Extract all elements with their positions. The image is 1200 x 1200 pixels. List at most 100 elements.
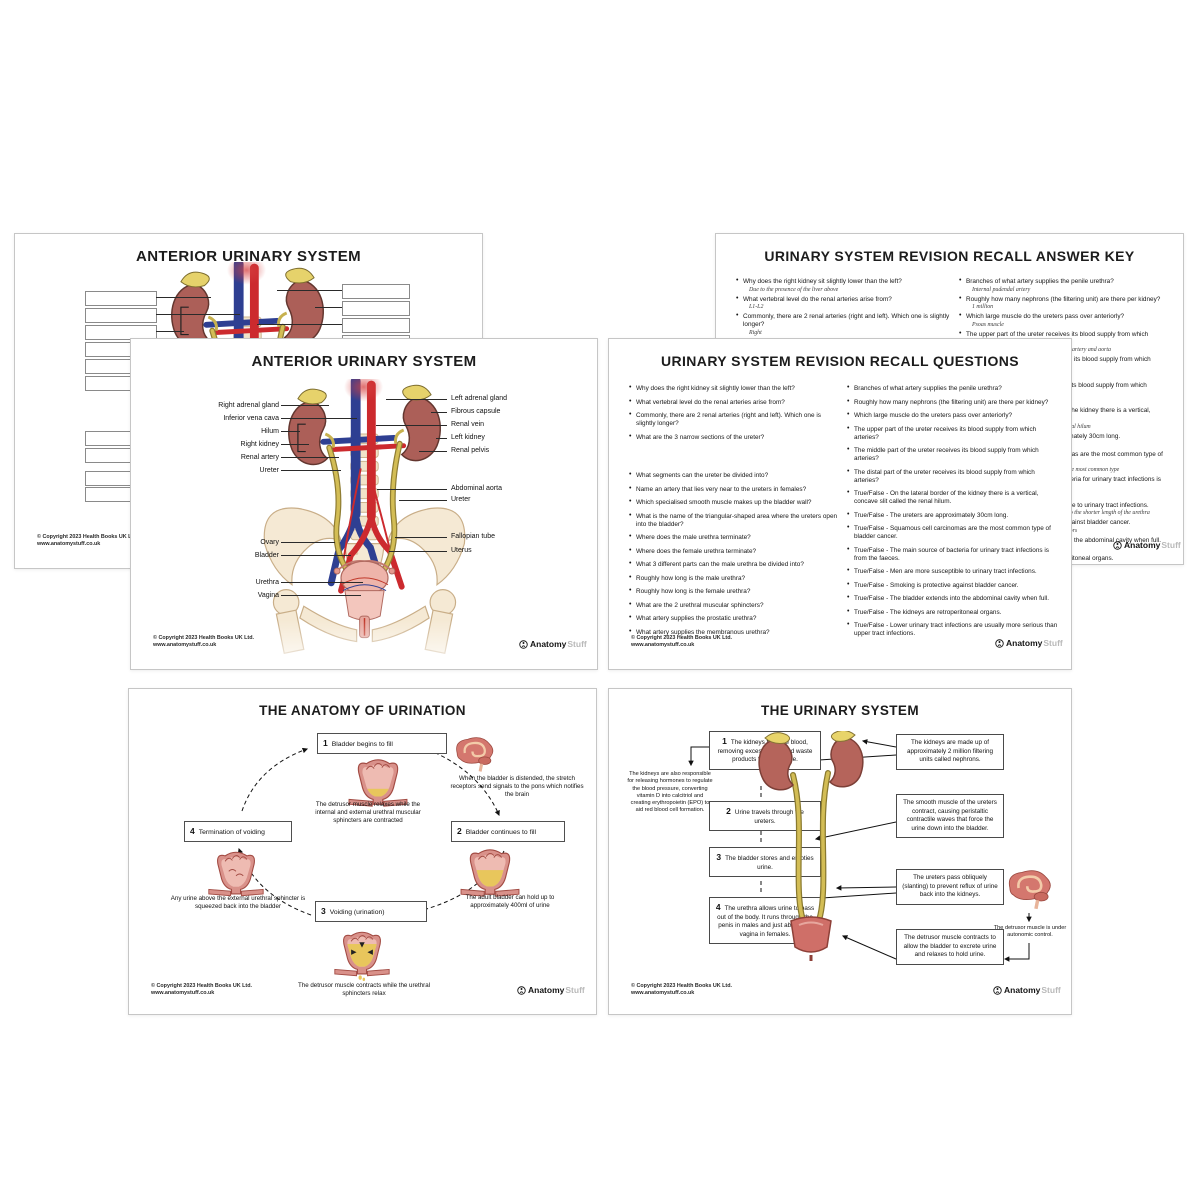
step-text: Urine travels through the ureters. <box>734 809 804 825</box>
leader-line <box>281 555 351 556</box>
question-text: Which large muscle do the ureters pass o… <box>847 411 1061 420</box>
question-text: What is the name of the triangular-shape… <box>629 512 841 529</box>
anatomy-label: Renal pelvis <box>451 447 490 454</box>
question-text: Branches of what artery supplies the pen… <box>847 384 1061 393</box>
step-label: Termination of voiding <box>198 829 265 836</box>
anatomy-label: Inferior vena cava <box>223 415 279 422</box>
brain-icon <box>1008 870 1051 910</box>
answer-text: L1-L2 <box>749 304 764 311</box>
step-text: The bladder stores and empties urine. <box>725 855 814 871</box>
leader-line <box>436 438 447 439</box>
question-text: Why does the right kidney sit slightly l… <box>736 277 956 286</box>
answer-key-item: Branches of what artery supplies the pen… <box>959 277 1169 294</box>
anatomy-label: Renal artery <box>240 454 279 461</box>
leader-line <box>281 405 329 406</box>
anatomy-label: Bladder <box>254 552 279 559</box>
question-text: Where does the female urethra terminate? <box>629 547 841 556</box>
brain-icon <box>456 737 494 772</box>
bladder-voiding-icon <box>334 931 390 981</box>
questions-right-column: Branches of what artery supplies the pen… <box>847 384 1061 644</box>
question-text: Where does the male urethra terminate? <box>629 533 841 542</box>
leader-line <box>156 331 184 332</box>
question-text: What are the 3 narrow sections of the ur… <box>629 433 841 442</box>
anatomy-label: Fallopian tube <box>451 533 495 540</box>
anatomy-label: Ureter <box>451 496 471 503</box>
urinary-illustration <box>247 379 482 670</box>
blank-label-box <box>342 284 410 299</box>
step-number: 2 <box>457 826 462 836</box>
step-number: 4 <box>190 826 195 836</box>
left-note: Any urine above the external urethral sp… <box>170 895 306 911</box>
page-title: THE ANATOMY OF URINATION <box>259 703 466 718</box>
blank-label-box <box>342 301 410 316</box>
copyright: © Copyright 2023 Health Books UK Ltd.www… <box>153 635 255 649</box>
sheet-questions: URINARY SYSTEM REVISION RECALL QUESTIONS… <box>608 338 1072 670</box>
answer-text: Internal pudendal artery <box>972 286 1031 293</box>
blank-label-box <box>85 308 157 323</box>
anatomy-label: Fibrous capsule <box>451 408 501 415</box>
question-text: True/False - The ureters are approximate… <box>847 511 1061 520</box>
bladder-filling-icon <box>348 759 408 807</box>
leader-line <box>431 412 447 413</box>
question-text: What are the 2 urethral muscular sphinct… <box>629 601 841 610</box>
page-title: ANTERIOR URINARY SYSTEM <box>135 248 362 265</box>
question-text: True/False - Men are more susceptible to… <box>847 567 1061 576</box>
leader-line <box>281 542 335 543</box>
blank-label-box <box>85 325 157 340</box>
sheet-anterior-labelled: ANTERIOR URINARY SYSTEM Right adrenal gl… <box>130 338 598 670</box>
anatomystuff-logo-icon <box>995 638 1004 648</box>
leader-line <box>389 551 447 552</box>
page-title: THE URINARY SYSTEM <box>761 703 919 718</box>
answer-key-item: Commonly, there are 2 renal arteries (ri… <box>736 312 956 337</box>
question-text: What vertebral level do the renal arteri… <box>736 295 956 304</box>
leader-line <box>281 418 357 419</box>
step-number: 4 <box>715 902 721 912</box>
leader-line <box>156 297 211 298</box>
anatomy-label: Renal vein <box>451 421 485 428</box>
fact-box-oblique: The ureters pass obliquely (slanting) to… <box>896 869 1004 905</box>
question-text: True/False - Squamous cell carcinomas ar… <box>847 524 1061 541</box>
fact-box-detrusor: The detrusor muscle contracts to allow t… <box>896 929 1004 965</box>
question-text: Commonly, there are 2 renal arteries (ri… <box>629 411 841 428</box>
leader-line <box>419 451 447 452</box>
anatomy-label: Ureter <box>259 467 279 474</box>
blank-label-box <box>342 318 410 333</box>
answer-key-item: Why does the right kidney sit slightly l… <box>736 277 956 294</box>
step-text: The urethra allows urine to pass out of … <box>717 905 815 938</box>
leader-line <box>277 290 342 291</box>
anatomy-label: Uterus <box>451 547 472 554</box>
anatomy-label: Urethra <box>255 579 279 586</box>
question-text: What vertebral level do the renal arteri… <box>629 398 841 407</box>
question-text: Why does the right kidney sit slightly l… <box>629 384 841 393</box>
answer-text: Right <box>749 329 762 336</box>
leader-line <box>257 324 342 325</box>
answer-key-item: Which large muscle do the ureters pass o… <box>959 312 1169 329</box>
question-text: The upper part of the ureter receives it… <box>847 425 1061 442</box>
step-number: 1 <box>323 738 328 748</box>
brain-note: The detrusor muscle is under autonomic c… <box>993 925 1067 939</box>
anatomy-label: Abdominal aorta <box>451 485 502 492</box>
leader-line <box>281 470 341 471</box>
step-number: 3 <box>716 852 722 862</box>
question-text: Branches of what artery supplies the pen… <box>959 277 1169 286</box>
center-note: The detrusor muscle relaxes while the in… <box>315 801 421 825</box>
question-text: True/False - The kidneys are retroperito… <box>847 608 1061 617</box>
questions-left-column-b: What segments can the ureter be divided … <box>629 471 841 642</box>
question-text: What 3 different parts can the male uret… <box>629 560 841 569</box>
answer-key-item: Roughly how many nephrons (the filtering… <box>959 295 1169 312</box>
answer-text: Due to the presence of the liver above <box>749 286 839 293</box>
answer-text: Psoas muscle <box>972 321 1004 328</box>
leader-line <box>376 425 447 426</box>
leader-line <box>395 537 447 538</box>
anatomystuff-logo-icon <box>517 985 526 995</box>
copyright: © Copyright 2023 Health Books UK Ltd.www… <box>37 534 139 548</box>
questions-left-column-a: Why does the right kidney sit slightly l… <box>629 384 841 447</box>
anatomy-label: Vagina <box>257 592 279 599</box>
blank-label-box <box>85 291 157 306</box>
